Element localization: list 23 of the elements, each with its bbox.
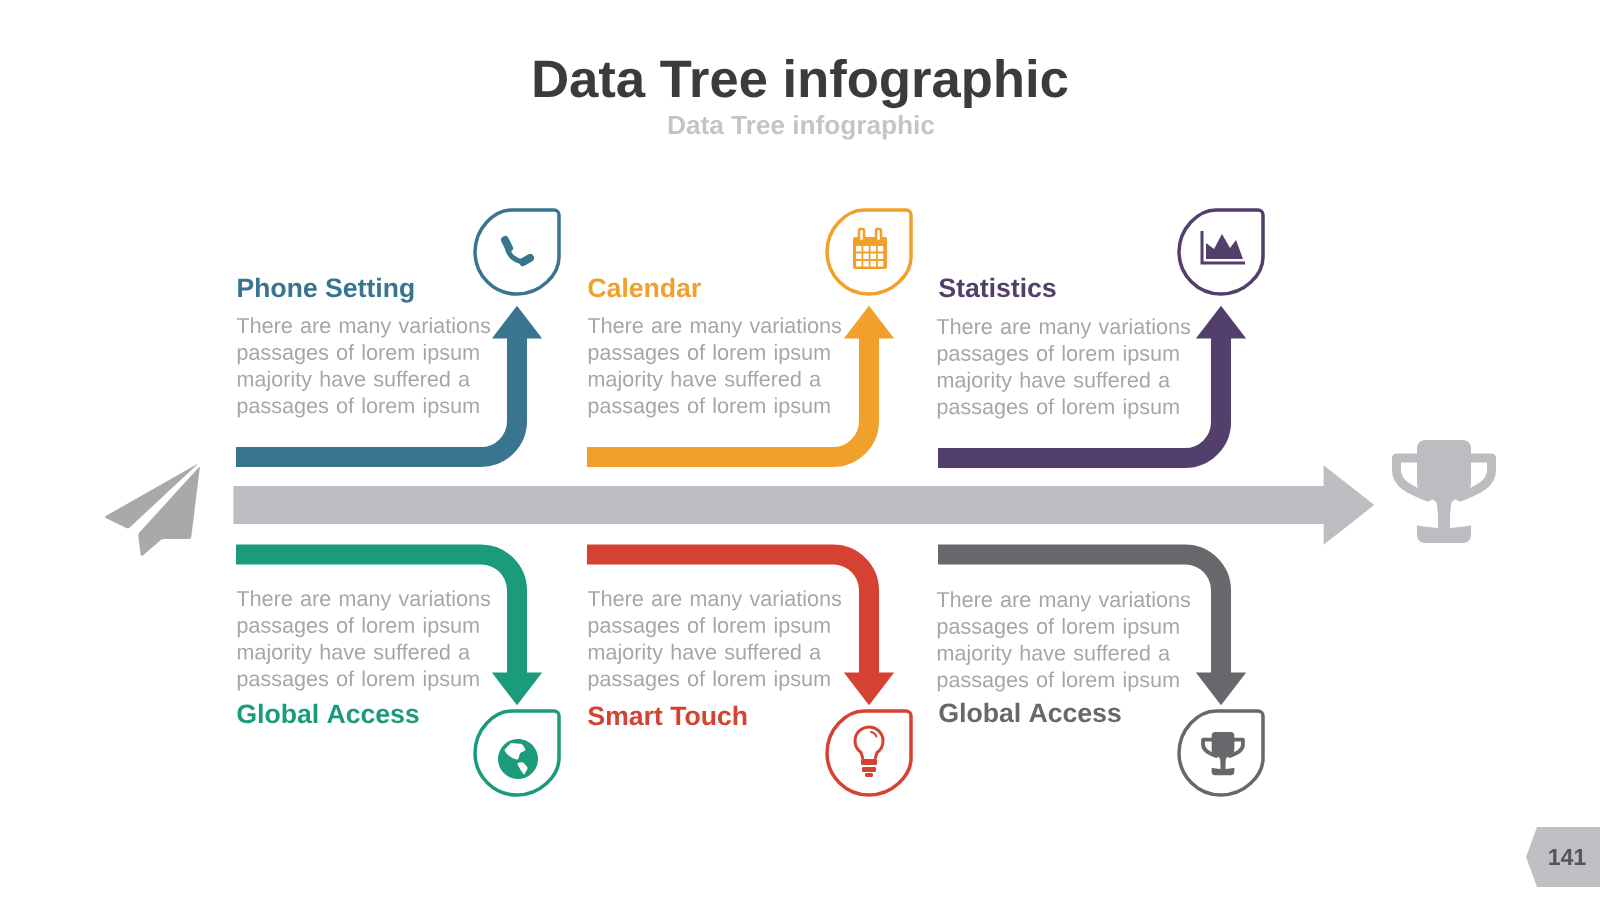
icon-badge [473,208,561,296]
heading: Statistics [939,277,1056,298]
body-text: There are many variations passages of lorem ipsum majority have suffered a passages of lorem ipsum [587,317,842,418]
trophy [1392,440,1496,543]
icon-badge [473,709,561,797]
icon-badge [825,208,913,296]
title: Data Tree infographic [534,58,1068,109]
heading: Smart Touch [588,705,747,726]
body-text: There are many variations passages of lorem ipsum majority have suffered a passages of lorem ipsum [936,591,1191,692]
body-text: There are many variations passages of lorem ipsum majority have suffered a passages of lorem ipsum [936,318,1191,419]
heading: Global Access [939,702,1121,723]
heading: Phone Setting [238,277,414,303]
subtitle: Data Tree infographic [668,115,935,140]
heading: Global Access [237,703,419,724]
body-text: There are many variations passages of lorem ipsum majority have suffered a passages of lorem ipsum [587,590,842,691]
body-text: There are many variations passages of lorem ipsum majority have suffered a passages of lorem ipsum [236,590,491,691]
icon-badge [1177,709,1265,797]
page-number: 141 [1526,827,1600,887]
paper-plane [105,463,200,557]
heading: Calendar [588,277,701,298]
body-text: There are many variations passages of lorem ipsum majority have suffered a passages of lorem ipsum [236,317,491,418]
icon-badge [1177,208,1265,296]
icon-badge [825,709,913,797]
